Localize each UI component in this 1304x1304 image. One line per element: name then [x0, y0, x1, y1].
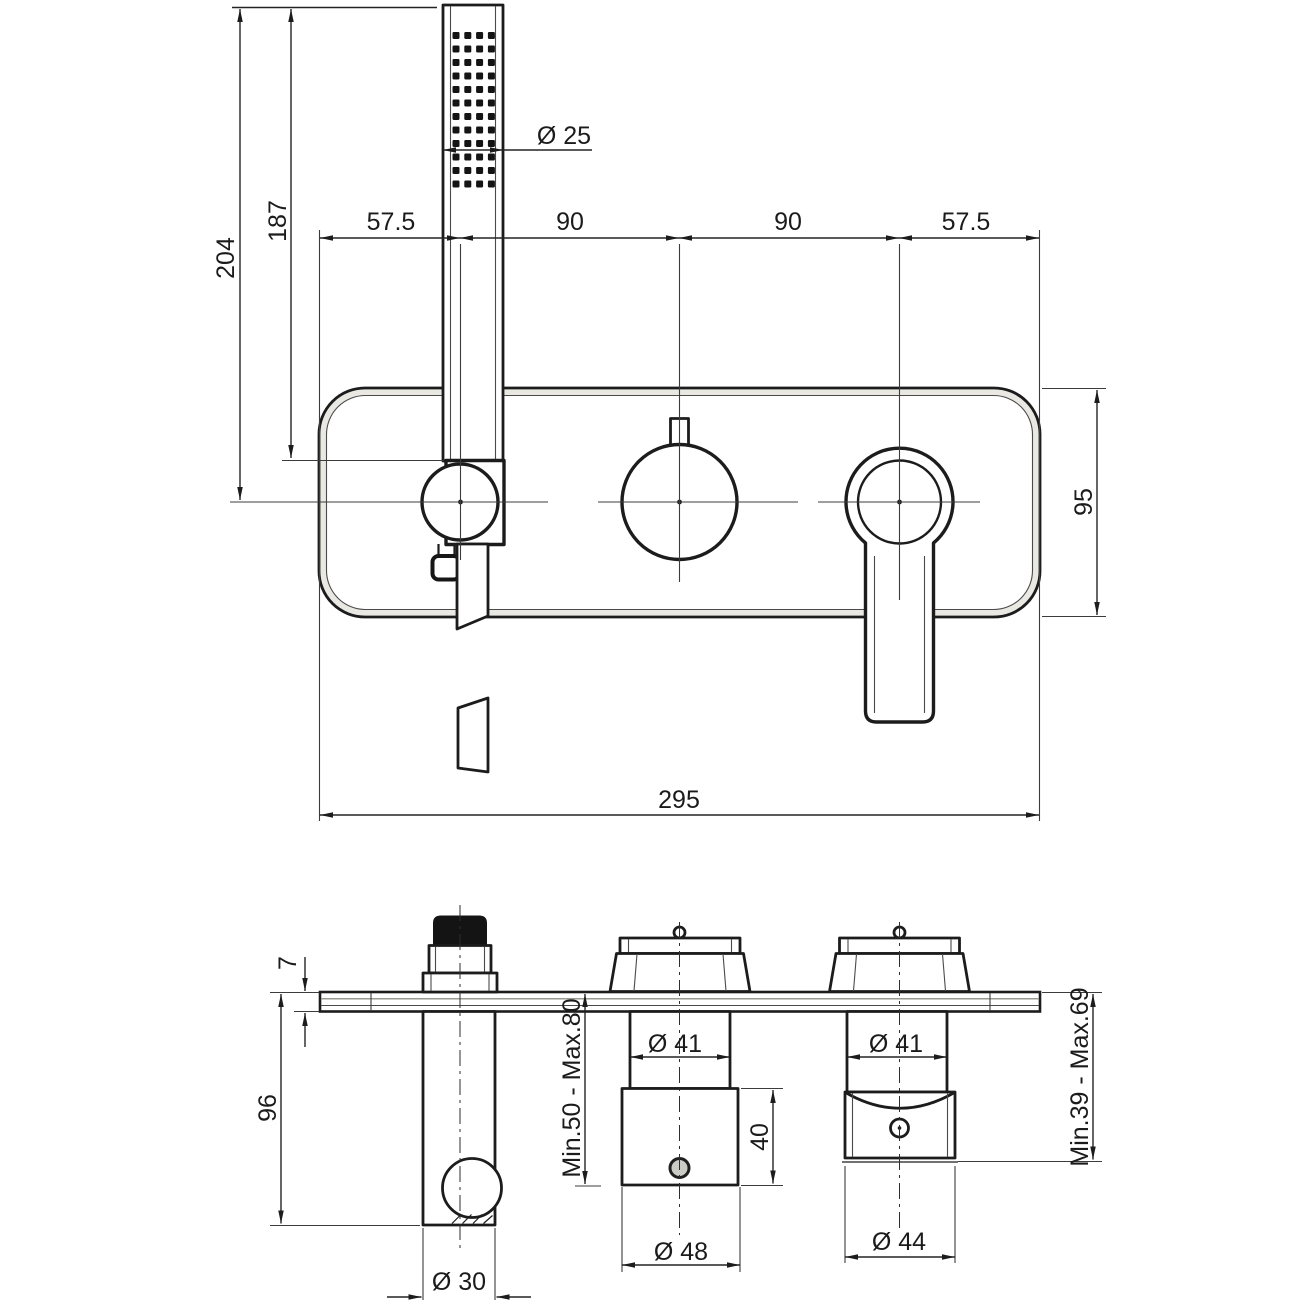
dim-label-mid-depth-range: Min.50 - Max.80: [558, 998, 586, 1177]
spout-projection: [456, 696, 490, 774]
dim-label-right-body-diameter: Ø 44: [872, 1228, 926, 1256]
dim-label-plate-height: 95: [1070, 488, 1098, 516]
dim-label-span-left: 90: [556, 208, 584, 236]
dim-label-mid-neck-diameter: Ø 41: [648, 1030, 702, 1058]
dim-label-right-neck-diameter: Ø 41: [869, 1030, 923, 1058]
handshower-grip-side: [433, 915, 487, 946]
dim-label-total-height: 204: [212, 237, 240, 279]
side-view: [318, 905, 1042, 1253]
dim-label-mid-body-diameter: Ø 48: [654, 1238, 708, 1266]
dim-label-right-offset: 57.5: [942, 208, 991, 236]
dim-label-handshower-diameter: Ø 25: [537, 122, 591, 150]
dim-label-right-depth-range: Min.39 - Max.69: [1066, 987, 1094, 1166]
wand-outlet-tip: [455, 542, 490, 631]
mixer-neck-side: [845, 1010, 949, 1094]
dim-label-left-offset: 57.5: [367, 208, 416, 236]
dim-label-holder-length: 96: [254, 1094, 282, 1122]
holder-clip: [430, 554, 462, 582]
holder-knob-side: [441, 1157, 503, 1219]
dim-label-plate-width: 295: [658, 786, 700, 814]
dim-label-plate-thickness: 7: [274, 956, 302, 970]
dim-label-mid-body-height: 40: [746, 1123, 774, 1151]
dim-label-span-right: 90: [774, 208, 802, 236]
dimension-layer: 57.5 90 90 57.5 Ø 25 204 187 295 95 7 96…: [212, 6, 1106, 1300]
dim-label-holder-height: 187: [264, 200, 292, 242]
dim-label-holder-diameter: Ø 30: [432, 1268, 486, 1296]
handshower-side: [421, 915, 503, 1227]
spray-face-dots: [452, 32, 495, 188]
